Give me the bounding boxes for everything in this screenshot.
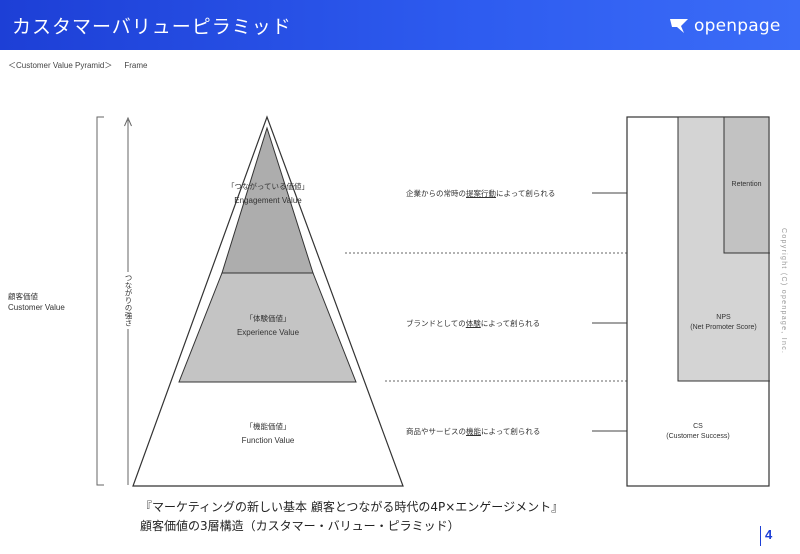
function-ja: 「機能価値」 — [245, 422, 291, 431]
desc-function-post: によって創られる — [481, 427, 541, 436]
desc-engagement-pre: 企業からの常時の — [406, 189, 466, 198]
desc-experience-em: 体験 — [465, 319, 481, 328]
customer-value-en: Customer Value — [8, 303, 65, 312]
desc-experience-post: によって創られる — [480, 319, 541, 328]
header-bar: カスタマーバリューピラミッド openpage — [0, 0, 800, 50]
retention-label: Retention — [731, 181, 762, 188]
desc-experience-pre: ブランドとしての — [406, 319, 466, 328]
nps-label: NPS (Net Promoter Score) — [678, 313, 769, 333]
desc-function-em: 機能 — [466, 427, 481, 436]
desc-experience: ブランドとしての体験によって創られる — [406, 318, 540, 329]
slide-subtitle: ＜Customer Value Pyramid＞ Frame — [8, 60, 147, 71]
desc-function: 商品やサービスの機能によって創られる — [406, 426, 540, 437]
desc-engagement: 企業からの常時の提案行動によって創られる — [406, 188, 555, 199]
strength-label: つながりの強さ — [123, 272, 134, 329]
page-number-divider — [760, 526, 761, 546]
openpage-logo: openpage — [668, 15, 780, 37]
tier-label-experience: 「体験価値」 Experience Value — [210, 312, 326, 340]
customer-value-label: 顧客価値 Customer Value — [8, 291, 65, 313]
engagement-ja: 「つながっている価値」 — [226, 182, 310, 191]
customer-value-bracket — [96, 116, 104, 486]
function-en: Function Value — [241, 436, 295, 445]
desc-engagement-post: によって創られる — [496, 189, 556, 198]
tier-label-engagement: 「つながっている価値」 Engagement Value — [210, 180, 326, 208]
retention-box — [723, 116, 770, 254]
figure-caption: 顧客価値の3層構造（カスタマー・バリュー・ピラミッド） — [140, 519, 460, 533]
subtitle-frame: Frame — [124, 61, 148, 70]
book-caption: 『マーケティングの新しい基本 顧客とつながる時代の4P×エンゲージメント』 顧客… — [140, 498, 563, 536]
subtitle-label: ＜Customer Value Pyramid＞ — [8, 61, 113, 70]
engagement-en: Engagement Value — [234, 196, 302, 205]
nps-short: NPS — [716, 314, 731, 321]
nps-full: (Net Promoter Score) — [690, 324, 757, 331]
book-title: 『マーケティングの新しい基本 顧客とつながる時代の4P×エンゲージメント』 — [140, 500, 564, 514]
tier-engagement — [221, 126, 314, 274]
experience-en: Experience Value — [236, 328, 300, 337]
openpage-logo-icon — [670, 19, 688, 33]
page-number: 4 — [765, 527, 773, 542]
cs-short: CS — [693, 423, 703, 430]
cs-full: (Customer Success) — [666, 433, 730, 440]
cs-label: CS (Customer Success) — [627, 422, 769, 442]
tier-label-function: 「機能価値」 Function Value — [210, 420, 326, 448]
desc-function-pre: 商品やサービスの — [406, 427, 466, 436]
customer-value-ja: 顧客価値 — [8, 292, 38, 301]
experience-ja: 「体験価値」 — [245, 314, 291, 323]
logo-text: openpage — [694, 16, 781, 36]
strength-arrowhead — [124, 116, 132, 127]
page-title: カスタマーバリューピラミッド — [12, 16, 292, 38]
desc-engagement-em: 提案行動 — [466, 189, 496, 198]
copyright-text: Copyright (C) openpage, Inc. — [780, 228, 787, 355]
